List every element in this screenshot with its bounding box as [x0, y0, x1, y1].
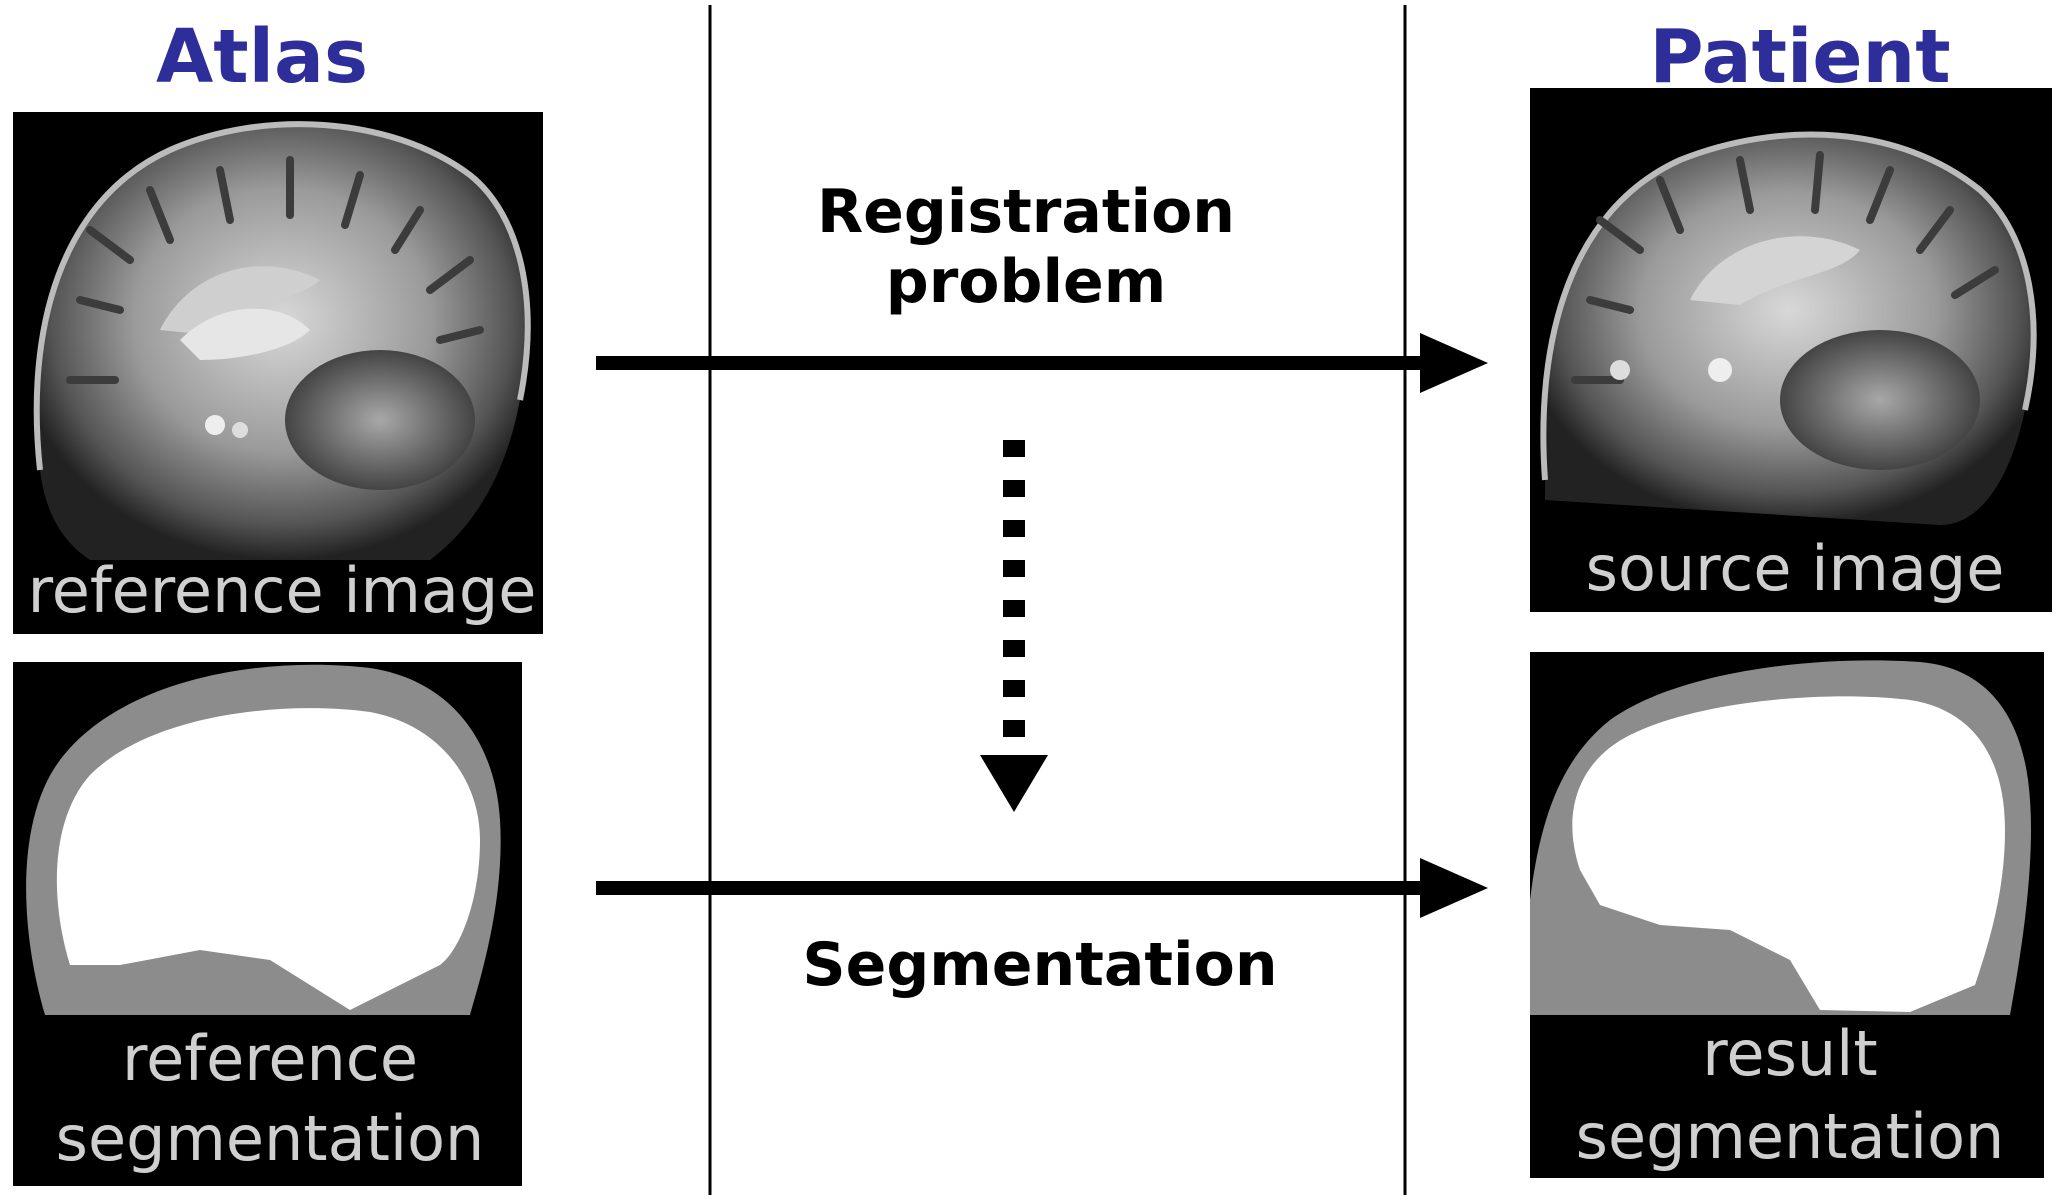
- dotted-down-arrow: [980, 440, 1048, 812]
- reference-segmentation-caption-line2: segmentation: [56, 1102, 485, 1175]
- segmentation-mask-graphic: [1530, 660, 2031, 1015]
- patient-title: Patient: [1649, 14, 1950, 100]
- reference-image-caption: reference image: [28, 554, 537, 627]
- source-image-panel: source image: [1530, 88, 2052, 612]
- source-image-caption: source image: [1586, 532, 2005, 605]
- reference-image-panel: reference image: [13, 112, 543, 634]
- result-segmentation-caption-line2: segmentation: [1576, 1100, 2005, 1173]
- brain-mri-graphic: [33, 121, 531, 561]
- segmentation-arrow: [596, 858, 1488, 918]
- result-segmentation-panel: result segmentation: [1530, 652, 2044, 1178]
- atlas-title: Atlas: [156, 14, 368, 100]
- brain-mri-graphic: [1540, 131, 2037, 526]
- registration-arrow: [596, 333, 1488, 393]
- reference-segmentation-caption-line1: reference: [122, 1022, 418, 1095]
- segmentation-mask-graphic: [26, 664, 501, 1015]
- result-segmentation-caption-line1: result: [1702, 1017, 1877, 1090]
- registration-label-line1: Registration: [817, 177, 1235, 247]
- reference-segmentation-panel: reference segmentation: [13, 662, 522, 1186]
- registration-label-line2: problem: [886, 247, 1167, 317]
- segmentation-label: Segmentation: [802, 930, 1277, 1000]
